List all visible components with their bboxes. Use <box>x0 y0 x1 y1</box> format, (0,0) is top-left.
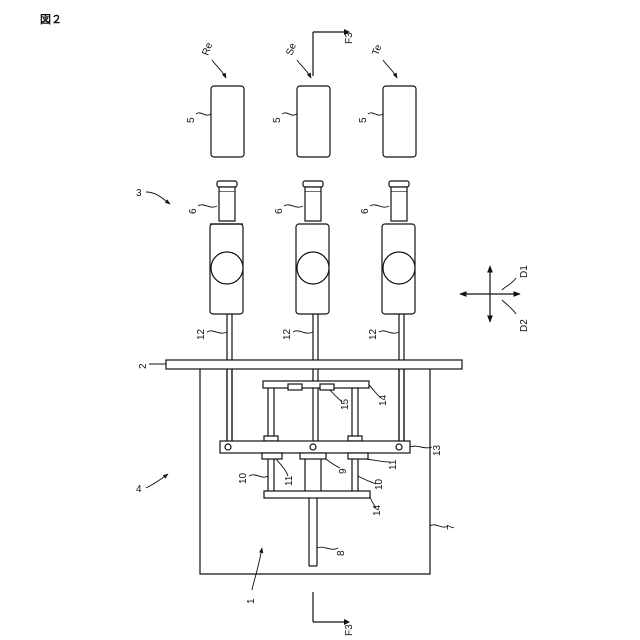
direction-label-d1: D1 <box>519 265 530 278</box>
section-mark-bottom: F3 <box>313 592 355 636</box>
figure-title: 図２ <box>40 12 62 26</box>
label-3: 3 <box>136 188 142 199</box>
tank <box>200 369 430 574</box>
direction-label-d2: D2 <box>519 319 530 332</box>
phase-label-se: Se <box>284 41 299 57</box>
phase-label-re: Re <box>200 41 215 57</box>
terminal-box-re <box>211 86 244 157</box>
label-13: 13 <box>432 444 443 456</box>
label-4: 4 <box>136 484 142 495</box>
label-12a: 12 <box>196 328 207 340</box>
label-6b: 6 <box>274 208 285 214</box>
label-12b: 12 <box>282 328 293 340</box>
label-1: 1 <box>246 598 257 604</box>
label-15: 15 <box>340 398 351 410</box>
section-label-bottom: F3 <box>344 624 355 636</box>
label-14b: 14 <box>372 504 383 516</box>
label-5a: 5 <box>186 117 197 123</box>
section-label-top: F3 <box>344 32 355 44</box>
direction-indicator: D1 D2 <box>460 265 530 332</box>
base-plate <box>166 360 462 369</box>
label-11a: 11 <box>284 475 295 486</box>
label-5c: 5 <box>358 117 369 123</box>
breaker-unit-se <box>296 181 329 448</box>
label-11b: 11 <box>388 459 399 470</box>
label-5b: 5 <box>272 117 283 123</box>
label-10a: 10 <box>238 472 249 484</box>
label-6c: 6 <box>360 208 371 214</box>
label-6a: 6 <box>188 208 199 214</box>
phase-label-te: Te <box>370 43 384 57</box>
label-7: 7 <box>446 524 457 530</box>
label-12c: 12 <box>368 328 379 340</box>
drive-rod <box>309 498 317 566</box>
terminal-box-se <box>297 86 330 157</box>
terminal-box-te <box>383 86 416 157</box>
label-2: 2 <box>138 363 149 369</box>
lower-frame <box>264 491 370 498</box>
section-mark-top: F3 <box>313 29 355 76</box>
label-8: 8 <box>336 550 347 556</box>
upper-frame <box>263 381 369 390</box>
phase-re: Re <box>200 41 226 78</box>
label-14a: 14 <box>378 394 389 406</box>
phase-te: Te <box>370 43 397 78</box>
label-9: 9 <box>338 468 349 474</box>
phase-se: Se <box>284 41 311 78</box>
